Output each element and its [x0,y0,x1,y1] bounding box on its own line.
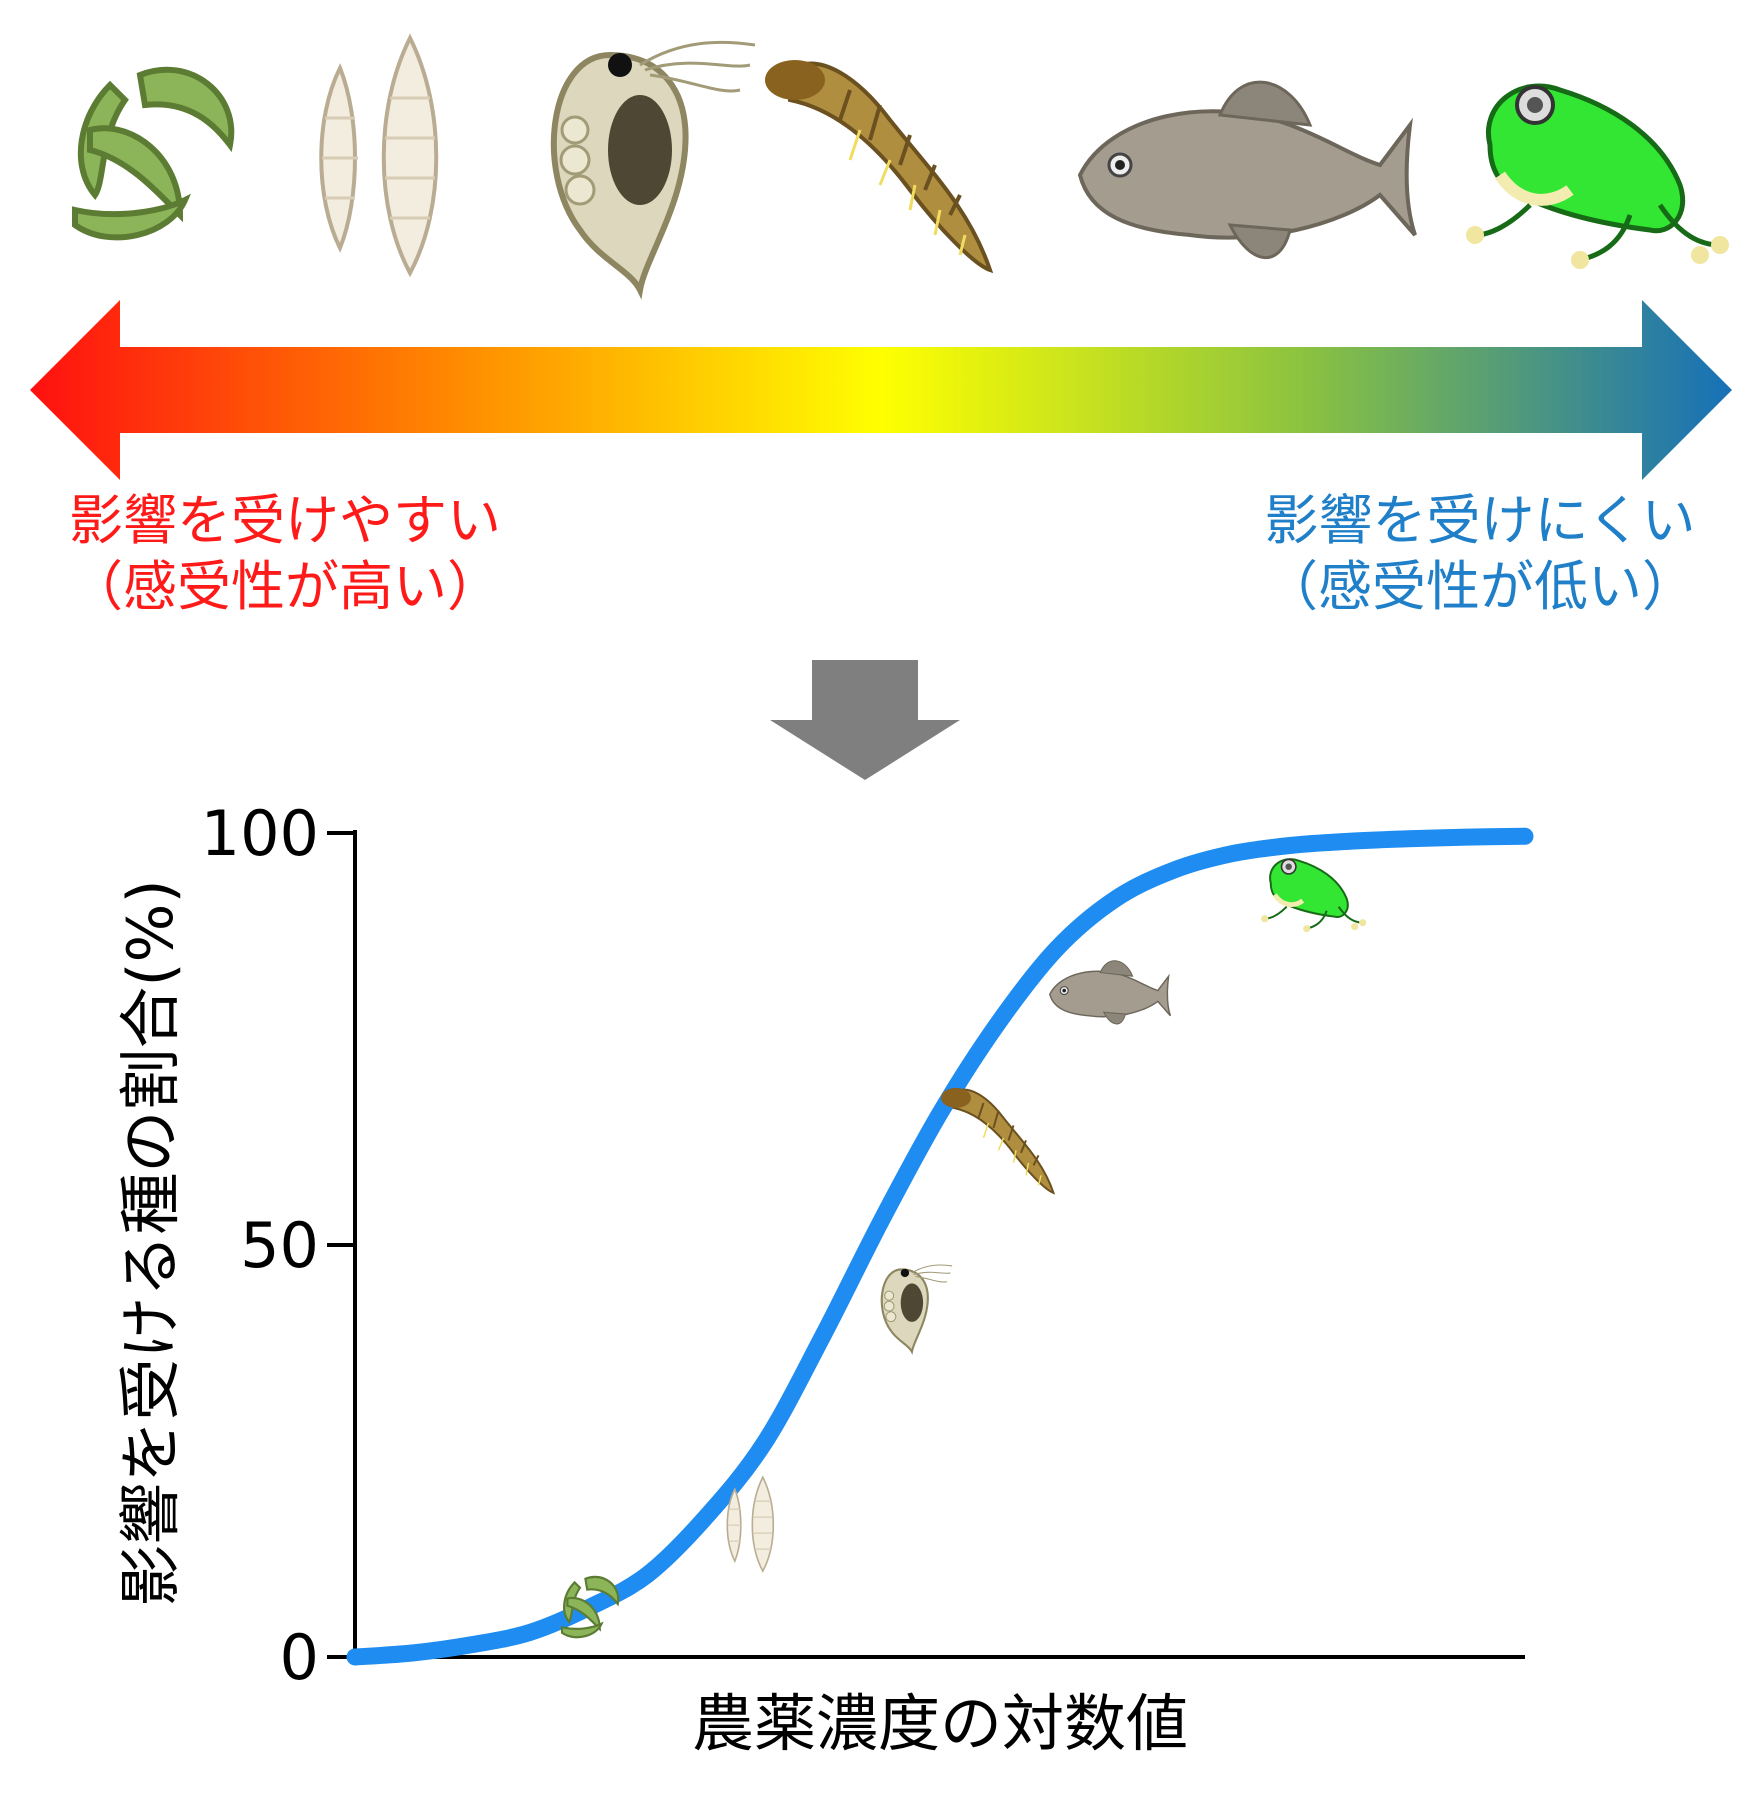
x-axis-label: 農薬濃度の対数値 [692,1687,1188,1760]
chart-marker-algae-icon [560,1575,620,1639]
down-arrow-icon [770,660,960,780]
y-axis-label: 影響を受ける種の割合(%) [114,879,187,1606]
y-tick-label-0: 0 [280,1621,319,1694]
chart-marker-frog-icon [1261,859,1366,932]
high-sensitivity-line2: （感受性が高い） [69,555,501,618]
low-sensitivity-line2: （感受性が低い） [1264,555,1696,618]
y-tick-label-50: 50 [240,1209,319,1282]
high-sensitivity-line1: 影響を受けやすい [69,489,501,552]
sensitivity-gradient-arrow [30,300,1732,480]
low-sensitivity-line1: 影響を受けにくい [1264,489,1696,552]
chart-marker-diatom-icon [726,1476,775,1572]
chart-marker-fish-icon [1049,960,1172,1025]
high-sensitivity-label: 影響を受けやすい （感受性が高い） [30,488,540,620]
low-sensitivity-label: 影響を受けにくい （感受性が低い） [1225,488,1735,620]
chart-marker-insect-larva-icon [940,1086,1055,1194]
chart-marker-daphnia-icon [880,1263,954,1353]
series-curve [346,827,1534,1666]
y-tick-label-100: 100 [201,797,319,870]
chart-axes [353,830,1525,1659]
